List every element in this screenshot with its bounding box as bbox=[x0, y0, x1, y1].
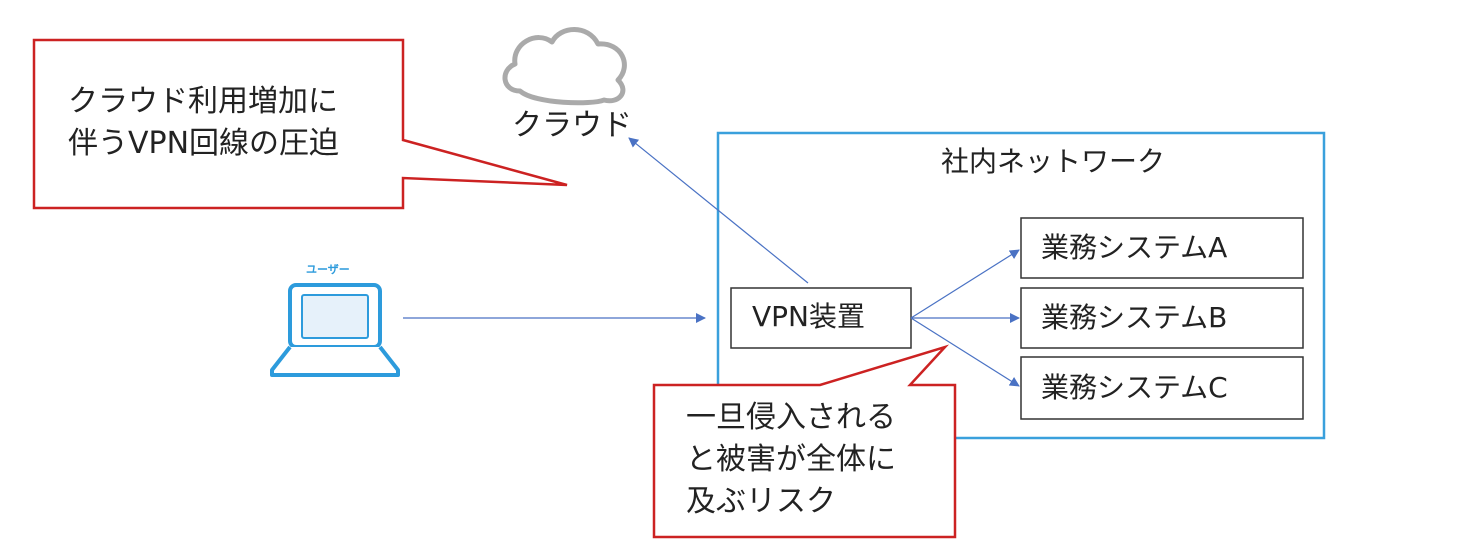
system-a-box bbox=[1020, 217, 1304, 279]
callout-risk-line-2: と被害が全体に bbox=[686, 442, 896, 477]
vpn-device-box bbox=[730, 287, 912, 349]
internal-network-label: 社内ネットワーク bbox=[941, 145, 1166, 178]
callout-risk-shape bbox=[652, 344, 957, 539]
arrow-vpn-to-system-a bbox=[910, 249, 1020, 319]
laptop-icon bbox=[270, 283, 400, 377]
cloud-icon bbox=[502, 27, 627, 106]
user-label: ユーザー bbox=[306, 263, 350, 276]
system-a-label: 業務システムA bbox=[1041, 231, 1228, 264]
arrow-vpn-to-cloud bbox=[628, 137, 809, 284]
system-b-label: 業務システムB bbox=[1041, 301, 1228, 334]
callout-risk-line-3: 及ぶリスク bbox=[686, 484, 836, 519]
internal-network-boundary bbox=[716, 131, 1326, 440]
system-b-box bbox=[1020, 287, 1304, 349]
callout-cloud-line-2: 伴うVPN回線の圧迫 bbox=[68, 126, 340, 161]
system-c-label: 業務システムC bbox=[1041, 371, 1228, 404]
arrow-vpn-to-system-c bbox=[910, 317, 1020, 387]
vpn-device-label: VPN装置 bbox=[752, 300, 865, 333]
system-c-box bbox=[1020, 356, 1304, 420]
callout-cloud-line-1: クラウド利用増加に bbox=[68, 84, 338, 119]
cloud-label: クラウド bbox=[512, 108, 632, 143]
callout-cloud-shape bbox=[32, 38, 568, 210]
callout-risk-line-1: 一旦侵入される bbox=[686, 400, 896, 435]
